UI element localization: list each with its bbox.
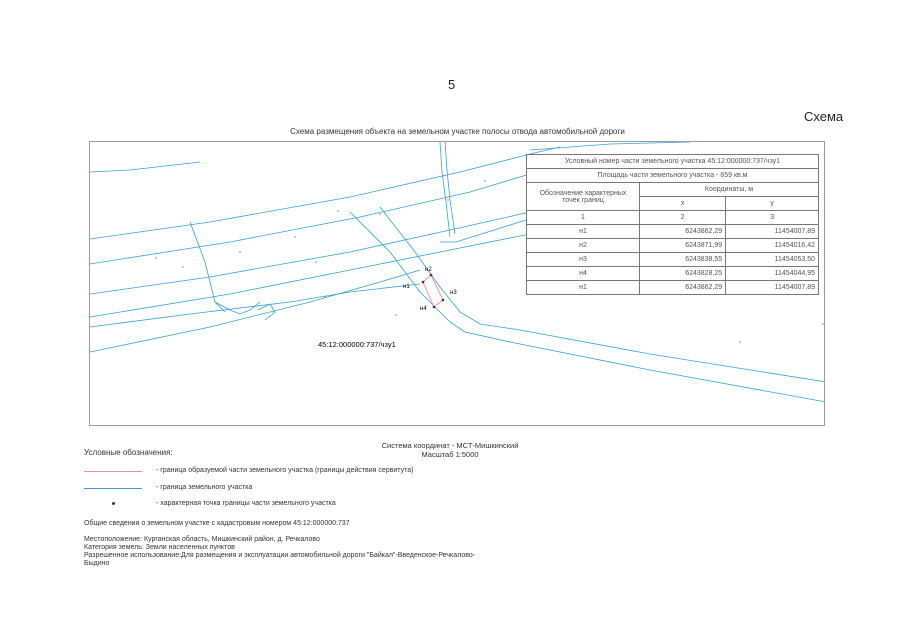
legend-item-point: - характерная точка границы части земель… (84, 500, 504, 510)
info-heading: Общие сведения о земельном участке с кад… (84, 520, 350, 527)
table-area-title: Площадь части земельного участка - 659 к… (526, 168, 819, 183)
parcel-boundary-line (90, 161, 201, 173)
table-row: н4 6243828,25 11454044,95 (526, 266, 819, 281)
y-cell: 11454007,89 (725, 280, 819, 295)
y-cell: 11454044,95 (725, 266, 819, 281)
parcel-boundary-line (90, 283, 421, 328)
page-number: 5 (448, 77, 456, 92)
point-label-n2: н2 (425, 267, 432, 273)
info-usage: Разрешенное использование:Для размещения… (84, 552, 476, 559)
header-x: x (638, 196, 727, 211)
x-cell: 6243828,25 (638, 266, 727, 281)
point-label-n3: н3 (450, 290, 457, 296)
map-scale: Масштаб 1:5000 (421, 450, 479, 459)
legend-text: - характерная точка границы части земель… (156, 500, 336, 507)
table-row: н1 6243862,29 11454007,89 (526, 280, 819, 295)
blue-line-swatch (84, 488, 142, 489)
parcel-boundary-line (90, 146, 561, 240)
parcel-boundary-line (349, 211, 824, 403)
point-cell: н3 (526, 252, 640, 267)
legend-item-servitude: - граница образуемой части земельного уч… (84, 467, 504, 477)
point-cell: н4 (526, 266, 640, 281)
table-row: н1 6243862,29 11454007,89 (526, 224, 819, 239)
info-location: Местоположение: Курганская область, Мишк… (84, 536, 320, 543)
point-cell: н2 (526, 238, 640, 253)
x-cell: 6243862,29 (638, 224, 727, 239)
boundary-point-n3 (441, 298, 445, 302)
legend-text: - граница образуемой части земельного уч… (156, 467, 414, 474)
point-dot-icon (112, 502, 115, 505)
parcel-boundary-line (90, 226, 561, 318)
legend-text: - граница земельного участка (156, 484, 253, 491)
column-number-3: 3 (725, 210, 819, 225)
parcel-boundary-line (444, 142, 456, 235)
coordinates-table: Условный номер части земельного участка … (526, 154, 819, 295)
coordinate-system-block: Система координат - МСТ-Мишкинский Масшт… (330, 441, 570, 459)
info-usage-continued: Быдино (84, 560, 110, 567)
scheme-heading: Схема (804, 109, 844, 124)
y-cell: 11454007,89 (725, 224, 819, 239)
point-cell: н1 (526, 224, 640, 239)
header-points: Обозначение характерных точек границ (526, 182, 640, 211)
map-title: Схема размещения объекта на земельном уч… (290, 127, 625, 136)
legend-item-parcel: - граница земельного участка (84, 484, 504, 494)
parcel-boundary-line (189, 221, 226, 313)
x-cell: 6243862,29 (638, 280, 727, 295)
point-label-n1: н1 (403, 284, 410, 290)
parcel-boundary-line (379, 206, 824, 383)
boundary-point-n2 (429, 273, 433, 277)
parcel-boundary-line (257, 303, 276, 321)
column-number-2: 2 (638, 210, 727, 225)
boundary-point-n4 (432, 305, 436, 309)
table-row: н3 6243838,55 11454053,50 (526, 252, 819, 267)
x-cell: 6243871,99 (638, 238, 727, 253)
boundary-point-n1 (421, 280, 425, 284)
parcel-boundary-line (90, 269, 421, 353)
point-label-n4: н4 (420, 306, 427, 312)
header-y: y (725, 196, 819, 211)
coordinate-system: Система координат - МСТ-Мишкинский (381, 441, 519, 450)
legend-title: Условные обозначения: (84, 448, 173, 457)
y-cell: 11454053,50 (725, 252, 819, 267)
x-cell: 6243838,55 (638, 252, 727, 267)
parcel-boundary-line (439, 142, 451, 238)
parcel-boundary-line (214, 301, 261, 315)
header-coordinates: Координаты, м (639, 182, 819, 197)
column-number-1: 1 (526, 210, 640, 225)
point-cell: н1 (526, 280, 640, 295)
servitude-boundary (422, 274, 444, 308)
parcel-boundary-line (529, 142, 691, 151)
parcel-boundary-line (90, 203, 561, 295)
parcel-label: 45:12:000000:737/чзу1 (318, 340, 396, 349)
info-category: Категория земель: Земли населенных пункт… (84, 544, 235, 551)
cadastral-map: н1 н2 н3 н4 45:12:000000:737/чзу1 (90, 142, 824, 403)
y-cell: 11454016,42 (725, 238, 819, 253)
table-row: н2 6243871,99 11454016,42 (526, 238, 819, 253)
pink-line-swatch (84, 471, 142, 472)
table-cadastral-title: Условный номер части земельного участка … (526, 154, 819, 169)
map-frame: н1 н2 н3 н4 45:12:000000:737/чзу1 Условн… (89, 141, 825, 426)
parcel-boundary-line (90, 163, 561, 265)
